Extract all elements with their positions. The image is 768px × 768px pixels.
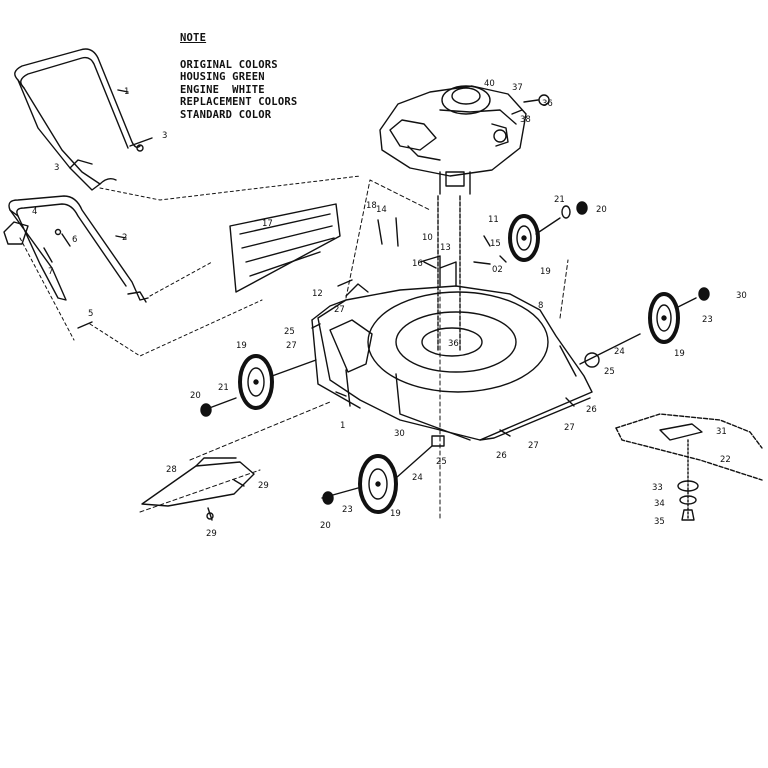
- callout-25a: 25: [604, 367, 615, 377]
- callout-11: 11: [488, 215, 499, 225]
- callout-8: 8: [538, 301, 543, 311]
- callout-36b: 36: [448, 339, 459, 349]
- note-line-housing: HOUSING GREEN: [180, 71, 265, 84]
- callout-1b: 1: [340, 421, 345, 431]
- note-line-standard-color: STANDARD COLOR: [180, 108, 272, 121]
- callout-12: 12: [312, 289, 323, 299]
- callout-23a: 23: [702, 315, 713, 325]
- callout-24b: 24: [412, 473, 423, 483]
- note-line-engine: ENGINE WHITE: [180, 83, 265, 96]
- callout-24a: 24: [614, 347, 625, 357]
- callout-labels: 1 2 3 3 4 5 6 7 8 10 11 12 13 14 15 17 1…: [32, 79, 747, 539]
- callout-4: 4: [32, 207, 37, 217]
- deck-outline-dashed: [139, 179, 569, 521]
- callout-14: 14: [376, 205, 387, 215]
- callout-19d: 19: [390, 509, 401, 519]
- callout-29b: 29: [206, 529, 217, 539]
- callout-6: 6: [72, 235, 77, 245]
- note-line-original-colors: ORIGINAL COLORS: [180, 58, 278, 71]
- wheel-hardware: [200, 201, 710, 505]
- callout-02: 02: [492, 265, 503, 275]
- callout-3b: 3: [54, 163, 59, 173]
- callout-7: 7: [48, 267, 53, 277]
- callout-33: 33: [652, 483, 663, 493]
- callout-27b: 27: [286, 341, 297, 351]
- callout-20b: 20: [190, 391, 201, 401]
- note-line-replacement-colors: REPLACEMENT COLORS: [180, 96, 298, 109]
- callout-15: 15: [490, 239, 501, 249]
- callout-16: 16: [412, 259, 423, 269]
- callout-18: 18: [366, 201, 377, 211]
- callout-31: 31: [716, 427, 727, 437]
- callout-25b: 25: [436, 457, 447, 467]
- handle-hardware: [43, 137, 153, 329]
- wheel-rear-right: [648, 292, 680, 344]
- deck-housing: [311, 255, 593, 441]
- callout-27a: 27: [334, 305, 345, 315]
- handle-leader-lines: [19, 175, 361, 357]
- callout-19c: 19: [236, 341, 247, 351]
- callout-13: 13: [440, 243, 451, 253]
- wheel-front-left: [238, 354, 274, 410]
- callout-23b: 23: [342, 505, 353, 515]
- callout-37: 37: [512, 83, 523, 93]
- callout-5: 5: [88, 309, 93, 319]
- rear-shield: [229, 203, 341, 293]
- handle-lower: [3, 195, 149, 301]
- wheel-rear-left: [358, 454, 398, 514]
- blade: [615, 413, 763, 521]
- callout-30: 30: [736, 291, 747, 301]
- callout-40: 40: [484, 79, 495, 89]
- assorted-hardware: [311, 217, 575, 437]
- callout-19a: 19: [540, 267, 551, 277]
- callout-22: 22: [720, 455, 731, 465]
- callout-29a: 29: [258, 481, 269, 491]
- callout-1: 1: [124, 87, 129, 97]
- callout-17: 17: [262, 219, 273, 229]
- callout-34: 34: [654, 499, 665, 509]
- discharge-chute: [141, 457, 255, 521]
- callout-3: 3: [162, 131, 167, 141]
- callout-27c: 27: [528, 441, 539, 451]
- callout-21b: 21: [218, 383, 229, 393]
- callout-19b: 19: [674, 349, 685, 359]
- note-block: NOTE ORIGINAL COLORS HOUSING GREEN ENGIN…: [180, 32, 297, 122]
- callout-36: 36: [542, 99, 553, 109]
- callout-20c: 20: [320, 521, 331, 531]
- callout-20a: 20: [596, 205, 607, 215]
- wheel-front-right: [508, 214, 540, 262]
- callout-21a: 21: [554, 195, 565, 205]
- callout-30b: 30: [394, 429, 405, 439]
- handle-upper: [14, 48, 141, 191]
- callout-10: 10: [422, 233, 433, 243]
- callout-26a: 26: [496, 451, 507, 461]
- callout-28: 28: [166, 465, 177, 475]
- crankshaft-line: [437, 195, 461, 353]
- callout-27d: 27: [564, 423, 575, 433]
- callout-2: 2: [122, 233, 127, 243]
- callout-25c: 25: [284, 327, 295, 337]
- engine: [379, 85, 550, 195]
- callout-26b: 26: [586, 405, 597, 415]
- note-title: NOTE: [180, 32, 207, 44]
- callout-35: 35: [654, 517, 665, 527]
- callout-38: 38: [520, 115, 531, 125]
